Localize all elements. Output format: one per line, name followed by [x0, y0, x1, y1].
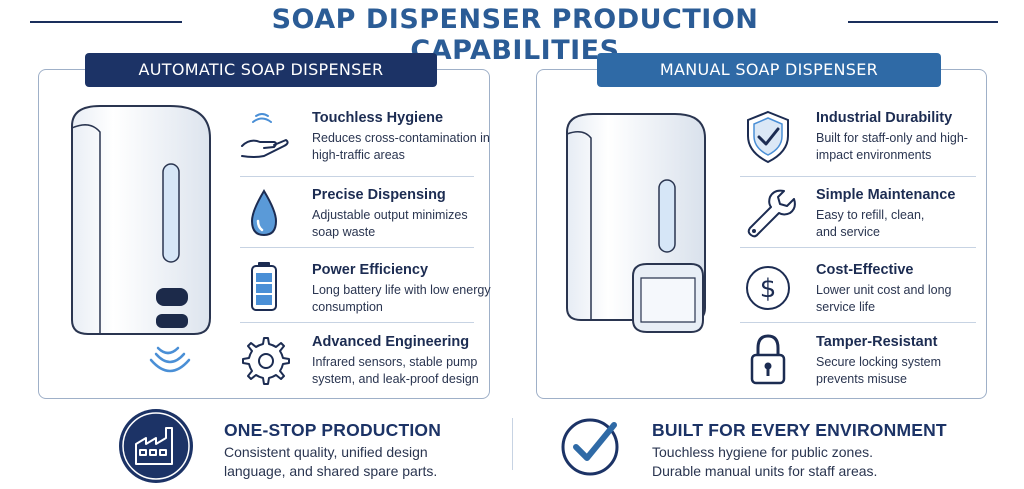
feature-title: Touchless Hygiene	[312, 110, 444, 126]
feature-description: Infrared sensors, stable pump system, an…	[312, 355, 479, 386]
header: SOAP DISPENSER PRODUCTION CAPABILITIES	[0, 0, 1024, 66]
automatic-dispenser-illustration	[71, 105, 211, 373]
feature-description: Reduces cross-contamination in high-traf…	[312, 131, 490, 162]
feature-divider	[740, 247, 976, 248]
title-rule-right	[848, 21, 998, 23]
feature-title: Precise Dispensing	[312, 187, 446, 203]
feature-title: Cost-Effective	[816, 262, 914, 278]
manual-dispenser-illustration	[566, 113, 706, 333]
shield-check-icon	[747, 110, 789, 164]
manual-heading: MANUAL SOAP DISPENSER	[597, 53, 941, 87]
feature-description: Easy to refill, clean, and service	[816, 208, 925, 239]
feature-title: Advanced Engineering	[312, 334, 470, 350]
feature-divider	[240, 247, 474, 248]
dollar-icon: $	[746, 266, 790, 310]
feature-description: Lower unit cost and long service life	[816, 283, 952, 314]
factory-icon	[119, 409, 193, 483]
touchless-hand-icon	[241, 113, 289, 158]
bottom-right-title: BUILT FOR EVERY ENVIRONMENT	[652, 420, 947, 440]
bottom-left-line-2: language, and shared spare parts.	[224, 463, 438, 479]
title-rule-left	[30, 21, 182, 23]
feature-description: Adjustable output minimizes soap waste	[312, 208, 468, 239]
battery-icon	[251, 262, 277, 311]
automatic-heading: AUTOMATIC SOAP DISPENSER	[85, 53, 437, 87]
feature-divider	[740, 322, 976, 323]
feature-divider	[740, 176, 976, 177]
page-title: SOAP DISPENSER PRODUCTION CAPABILITIES	[271, 4, 759, 66]
padlock-icon	[750, 334, 786, 385]
bottom-divider	[512, 418, 513, 470]
bottom-left-line-1: Consistent quality, unified design	[224, 444, 428, 460]
feature-title: Industrial Durability	[816, 110, 953, 126]
feature-title: Tamper-Resistant	[816, 334, 938, 350]
feature-title: Simple Maintenance	[816, 187, 956, 203]
feature-title: Power Efficiency	[312, 262, 429, 278]
checkmark-icon	[561, 418, 619, 476]
water-drop-icon	[250, 189, 278, 237]
bottom-left-title: ONE-STOP PRODUCTION	[224, 420, 442, 440]
gear-icon	[242, 337, 290, 385]
feature-divider	[240, 176, 474, 177]
svg-text:$: $	[760, 274, 777, 304]
feature-description: Built for staff-only and high-impact env…	[816, 131, 968, 162]
feature-description: Secure locking system prevents misuse	[816, 355, 942, 386]
bottom-right-line-2: Durable manual units for staff areas.	[652, 463, 878, 479]
bottom-right-line-1: Touchless hygiene for public zones.	[652, 444, 874, 460]
feature-description: Long battery life with low energy consum…	[312, 283, 491, 314]
feature-divider	[240, 322, 474, 323]
wrench-icon	[747, 189, 796, 238]
